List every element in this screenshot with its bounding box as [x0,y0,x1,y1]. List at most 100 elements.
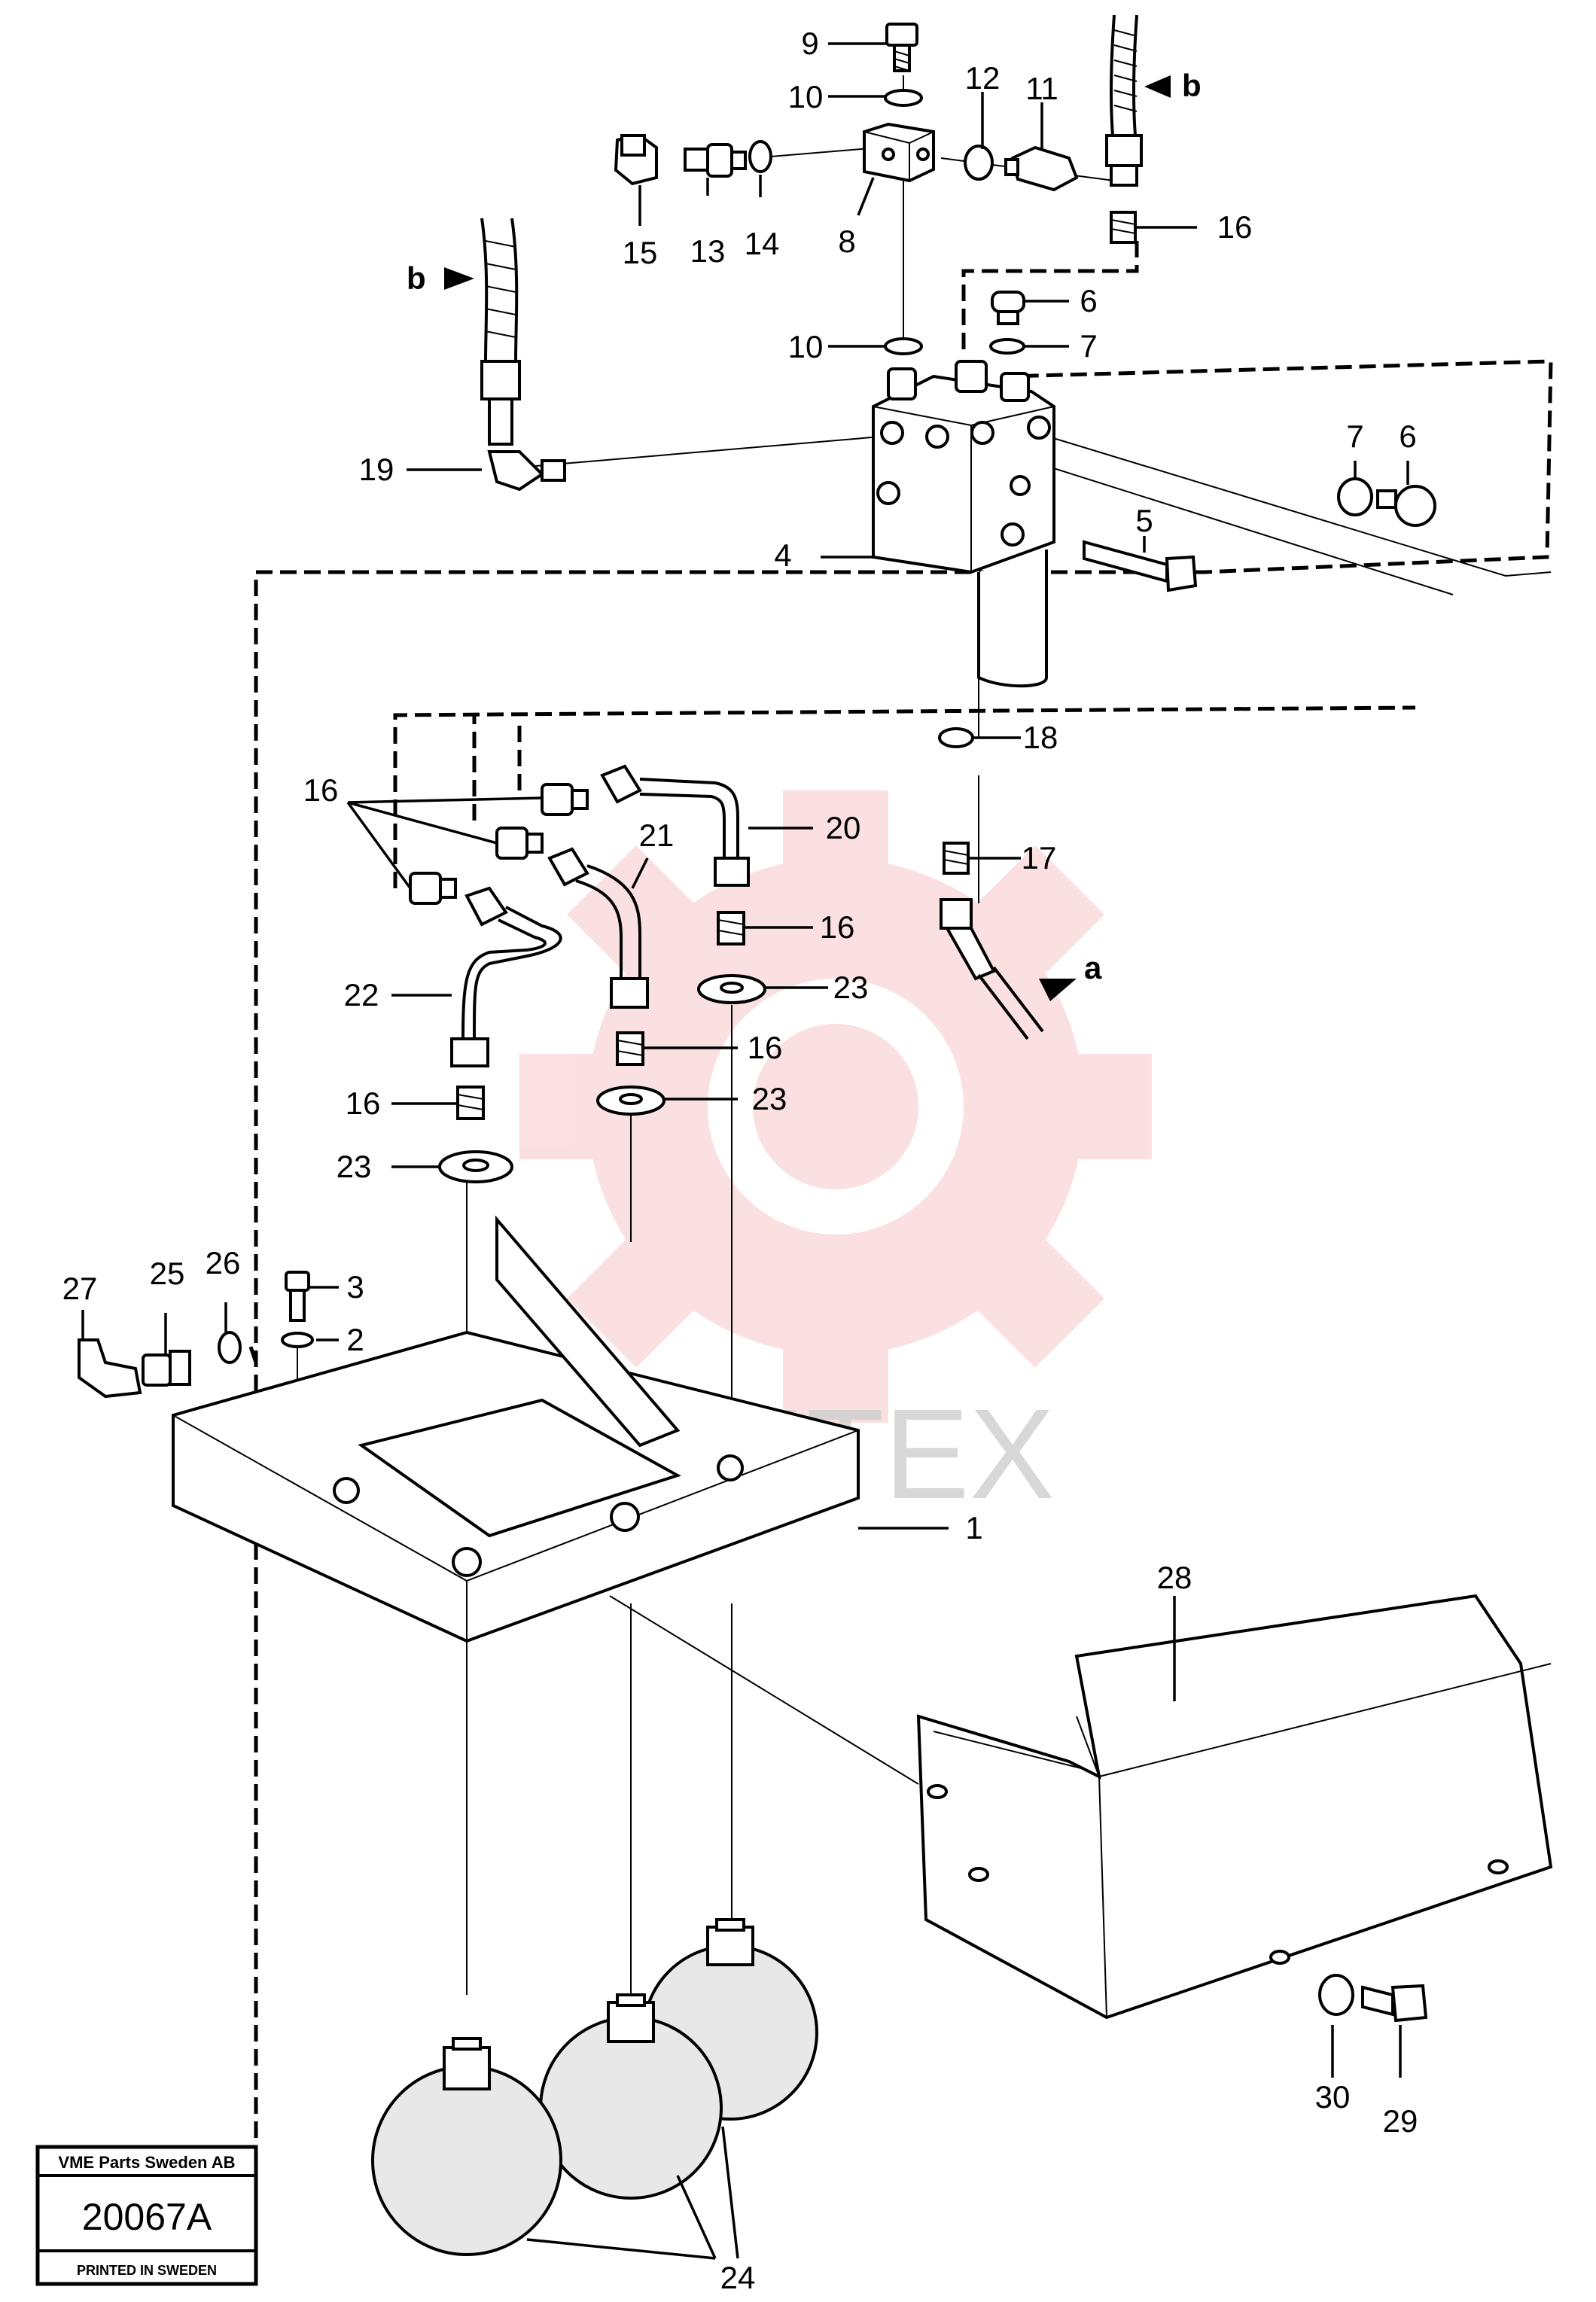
callout-17: 17 [1022,840,1057,875]
cover-28 [916,1594,1553,2020]
washer-7-top [989,338,1025,355]
callout-13: 13 [690,233,726,269]
ref-a: a [1084,950,1102,985]
washer-10-top [884,89,923,107]
callout-7-top: 7 [1080,328,1097,364]
ref-b-top: b [1182,68,1202,103]
title-block: VME Parts Sweden AB 20067A PRINTED IN SW… [35,2145,258,2286]
washer-14 [748,140,772,173]
callout-1: 1 [965,1510,982,1545]
dashed-lines [246,241,1553,2258]
callout-10-top: 10 [788,79,824,114]
callout-2: 2 [346,1322,364,1357]
callout-12: 12 [965,60,1001,96]
callout-26: 26 [206,1245,241,1280]
titleblock-company: VME Parts Sweden AB [58,2153,235,2172]
nipple-16-a [541,783,589,816]
nipple-16-f [456,1086,485,1120]
callout-6-right: 6 [1399,419,1416,454]
callout-18: 18 [1023,720,1058,755]
callout-23-a: 23 [833,970,869,1005]
nut-23-c [438,1150,513,1183]
nipple-16-d [717,911,745,945]
bolt-5 [1083,540,1198,592]
nipple-17 [943,842,970,875]
callout-16-pipe20: 16 [820,909,855,945]
elbow-15 [614,133,658,186]
callout-8: 8 [838,224,855,259]
plug-6-top [991,291,1025,325]
callout-11: 11 [1025,71,1058,106]
nipple-16-e [616,1031,644,1066]
washer-10-lower [884,337,923,355]
bolt-3 [285,1271,310,1322]
ref-b-left: b [407,260,426,296]
callout-4: 4 [774,537,791,573]
accumulator-24-b [539,1993,723,2200]
elbow-27 [78,1338,142,1399]
titleblock-printed: PRINTED IN SWEDEN [77,2263,217,2278]
callout-19: 19 [359,452,394,487]
washer-26 [218,1331,242,1364]
callout-6-top: 6 [1080,283,1097,318]
washer-30 [1318,1974,1354,2016]
leader-lines [81,42,1409,2260]
valve-body-4 [872,360,1055,688]
callout-28: 28 [1157,1560,1192,1595]
pipe-20 [600,764,750,887]
pipe-21 [547,847,649,1009]
nipple-16-top [1110,211,1137,244]
arrow-b-left-icon [444,267,474,290]
nipple-25 [142,1350,191,1387]
arrow-a-icon [1039,979,1077,1001]
nipple-13 [684,143,747,178]
bolt-29 [1361,1984,1428,2023]
callout-16-pipe21: 16 [748,1030,783,1065]
washer-12 [964,145,994,181]
callout-23-c: 23 [337,1149,372,1184]
callout-24: 24 [720,2260,756,2295]
callout-9: 9 [801,26,818,61]
callout-3: 3 [346,1269,364,1305]
callout-29: 29 [1383,2103,1418,2139]
nut-23-b [596,1086,666,1116]
base-plate-1 [172,1215,860,1643]
callout-25: 25 [150,1256,185,1291]
callout-16-top: 16 [1217,209,1253,245]
washer-2 [281,1332,314,1348]
nipple-16-b [495,827,544,860]
callout-16-group: 16 [303,772,339,808]
callout-15: 15 [623,235,658,270]
elbow-19 [487,450,566,492]
titleblock-number: 20067A [82,2196,212,2238]
watermark-gear-icon [519,790,1152,1423]
accumulator-24-c [371,2037,562,2256]
nut-23-a [697,974,766,1004]
center-lines [297,1005,919,2002]
callout-20: 20 [826,810,861,845]
pipe-22 [450,886,562,1067]
plug-6-right [1376,485,1436,527]
callout-5: 5 [1135,503,1153,538]
callout-22: 22 [344,977,379,1012]
callout-30: 30 [1315,2079,1351,2115]
callout-labels: 9 10 12 11 8 15 13 14 16 6 7 10 19 7 6 5… [62,26,1418,2295]
callout-27: 27 [62,1271,98,1306]
hose-a [940,898,1044,1040]
callout-21: 21 [639,818,675,853]
hose-b-left [480,218,521,446]
callout-16-pipe22: 16 [346,1086,381,1121]
junction-block-8 [863,122,935,183]
washer-7-right [1337,477,1373,516]
callout-23-b: 23 [752,1081,787,1116]
callout-14: 14 [745,226,780,261]
nipple-16-c [409,872,457,905]
bolt-9 [885,23,918,72]
arrow-b-top-icon [1144,75,1171,98]
hose-b-top [1105,14,1143,187]
fitting-11 [1004,145,1079,192]
washer-18 [938,727,974,748]
callout-10-lower: 10 [788,329,824,364]
callout-7-right: 7 [1346,419,1363,454]
